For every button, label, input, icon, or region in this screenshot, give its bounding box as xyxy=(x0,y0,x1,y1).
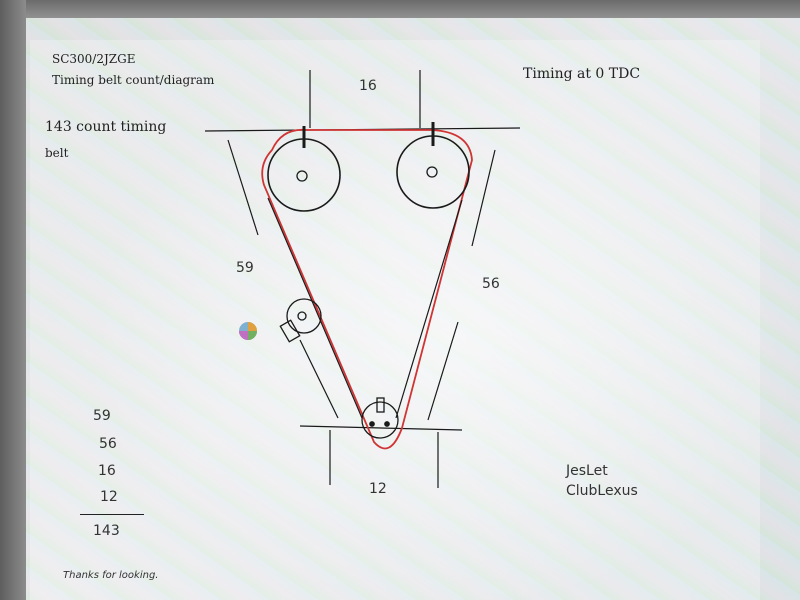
segment-right-count: 56 xyxy=(482,276,500,292)
timing-note: Timing at 0 TDC xyxy=(523,66,641,82)
timing-belt xyxy=(261,128,473,450)
credit-author: JesLet xyxy=(566,463,608,479)
right-guide-lower xyxy=(427,321,459,421)
sum-item: 12 xyxy=(100,489,118,505)
sum-item: 56 xyxy=(99,436,117,452)
right-cam-pulley xyxy=(396,122,470,209)
sum-divider xyxy=(80,514,144,515)
left-guide-lower xyxy=(299,339,339,419)
belt-left-run xyxy=(267,197,363,419)
belt-count-label: 143 count timing xyxy=(45,119,167,135)
right-guide-upper xyxy=(471,149,496,247)
diagram-subtitle: Timing belt count/diagram xyxy=(52,73,215,87)
belt-right-run xyxy=(395,199,463,419)
left-cam-pulley xyxy=(267,126,341,212)
segment-left-count: 59 xyxy=(236,260,254,276)
idler-pulley xyxy=(279,298,322,343)
thanks-note: Thanks for looking. xyxy=(63,570,159,581)
belt-word-label: belt xyxy=(45,146,69,160)
loading-wheel-icon xyxy=(239,322,257,340)
left-guide-upper xyxy=(227,139,259,236)
model-title: SC300/2JZGE xyxy=(52,52,136,66)
crank-pulley xyxy=(361,397,399,439)
screen xyxy=(26,18,800,600)
monitor-bezel-left xyxy=(0,0,26,600)
document-panel xyxy=(30,40,760,600)
credit-site: ClubLexus xyxy=(566,483,638,499)
segment-bottom-count: 12 xyxy=(369,481,387,497)
bottom-guide-bar xyxy=(299,425,463,431)
segment-top-count: 16 xyxy=(359,78,377,94)
sum-item: 16 xyxy=(98,463,116,479)
monitor-bezel-top xyxy=(0,0,800,22)
sum-item: 59 xyxy=(93,408,111,424)
sum-total: 143 xyxy=(93,523,120,539)
